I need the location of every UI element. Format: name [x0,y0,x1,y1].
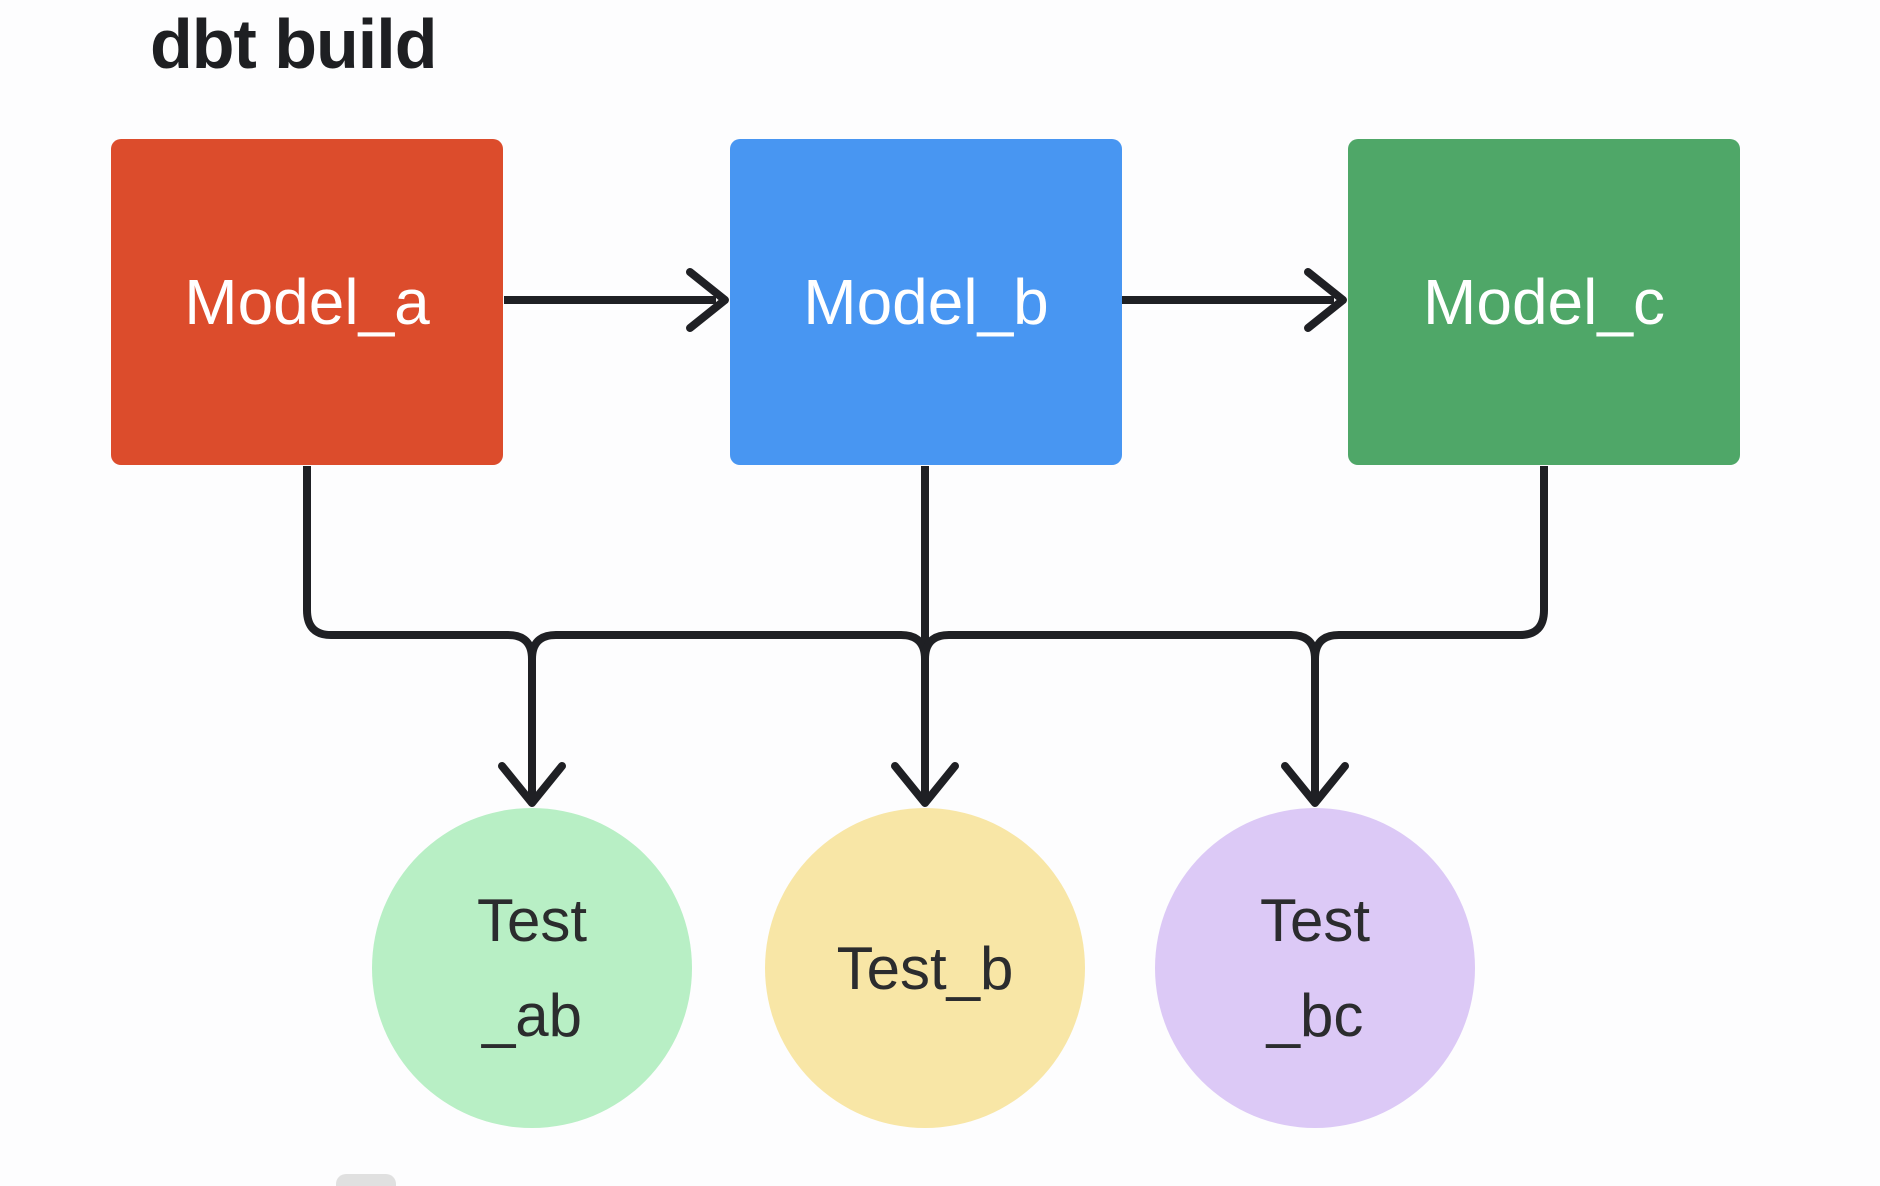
node-model-a-label: Model_a [184,266,430,338]
arrowhead-test-b-icon [891,762,959,807]
arrowhead-model-b-icon [686,268,729,332]
node-model-c[interactable]: Model_c [1348,139,1740,465]
node-model-a[interactable]: Model_a [111,139,503,465]
node-test-bc[interactable]: Test _bc [1155,808,1475,1128]
edge-model-c-to-test-bc [1311,466,1548,660]
node-test-ab[interactable]: Test _ab [372,808,692,1128]
arrowhead-test-bc-icon [1281,762,1349,807]
node-test-bc-label: Test _bc [1259,887,1371,1049]
edge-model-b-to-test-ab [528,631,929,660]
node-test-b-label: Test_b [836,934,1014,1002]
arrowhead-model-c-icon [1304,268,1347,332]
node-test-ab-label: Test _ab [476,887,588,1049]
edge-model-a-to-test-ab [303,466,536,798]
edge-model-b-to-test-bc [921,631,1319,798]
diagram-title: dbt build [150,5,437,83]
node-model-b-label: Model_b [803,266,1049,338]
arrowhead-test-ab-icon [498,762,566,807]
node-test-b[interactable]: Test_b [765,808,1085,1128]
node-model-c-label: Model_c [1423,266,1665,338]
cropped-shape [336,1174,396,1186]
node-model-b[interactable]: Model_b [730,139,1122,465]
